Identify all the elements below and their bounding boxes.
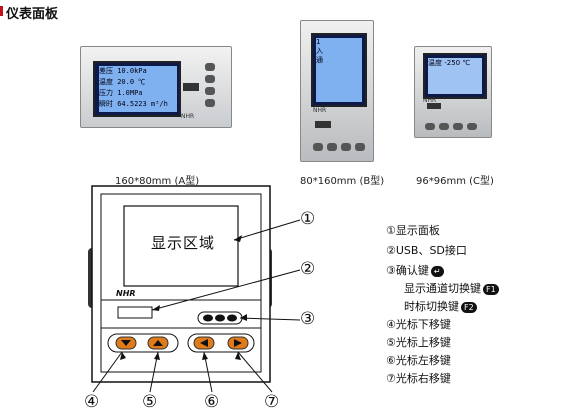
meter-c-screen-text: 温度 -250 ℃ (428, 58, 482, 94)
down-arrow-icon (121, 340, 131, 346)
meter-c-caption: 96*96mm (C型) (416, 176, 494, 187)
leader-line (92, 351, 123, 393)
display-area (123, 205, 239, 287)
up-arrow-icon (153, 340, 163, 346)
meter-a-key[interactable] (205, 87, 215, 95)
f2-key (227, 314, 237, 322)
meter-a-line: 压力 1.0MPa (99, 89, 143, 97)
legend-item-label: 显示通道切换键 (404, 282, 481, 295)
right-arrow-icon (234, 339, 242, 347)
meter-a-logo: NHR (181, 113, 195, 120)
meter-c-screen: 温度 -250 ℃ (423, 53, 487, 99)
leader-arrowhead (120, 352, 126, 360)
confirm-key-icon: ↵ (430, 265, 444, 277)
leader-arrowhead (235, 352, 241, 360)
left-arrow-icon (200, 339, 208, 347)
leader-line (237, 351, 273, 393)
callout-1: ① (300, 209, 316, 229)
legend-item: ①显示面板 (386, 224, 440, 237)
meter-b-screen-text: 1 入 通 (316, 38, 362, 102)
meter-a-screen: 差压 10.0kPa 温度 20.0 ℃ 压力 1.0MPa 瞬时 64.522… (93, 61, 181, 117)
callout-4: ④ (84, 392, 100, 412)
meter-a-key[interactable] (205, 75, 215, 83)
leader-line (239, 317, 301, 321)
meter-c-usb-slot (427, 103, 441, 109)
meter-a-usb-slot (183, 83, 199, 91)
page-title: 仪表面板 (6, 7, 59, 22)
meter-c-key[interactable] (453, 123, 463, 130)
leader-arrowhead (152, 305, 160, 311)
callout-2: ② (300, 259, 316, 279)
callout-6: ⑥ (204, 392, 220, 412)
meter-c-key[interactable] (425, 123, 435, 130)
display-area-label: 显示区域 (150, 234, 215, 252)
leader-line (151, 269, 301, 311)
legend-item-confirm: ③确认键↵ (386, 262, 444, 278)
meter-b-logo: NHR (313, 107, 327, 114)
f1-key (215, 314, 225, 322)
meter-a-caption: 160*80mm (A型) (115, 176, 200, 187)
f1-badge: F1 (483, 283, 499, 295)
legend-item: ⑤光标上移键 (386, 336, 451, 349)
meter-b-key[interactable] (341, 143, 351, 151)
meter-b-key[interactable] (313, 143, 323, 151)
leader-line (233, 219, 301, 241)
meter-b-key[interactable] (355, 143, 365, 151)
meter-a-line: 差压 10.0kPa (99, 67, 147, 75)
leader-arrowhead (154, 352, 160, 360)
leader-arrowhead (202, 352, 208, 360)
meter-c-logo: NHR (423, 97, 437, 104)
legend-item: ⑥光标左移键 (386, 354, 451, 367)
meter-b-screen: 1 入 通 (311, 33, 367, 107)
meter-b-usb-slot (315, 121, 331, 128)
legend-item-label: 时标切换键 (404, 300, 459, 313)
meter-b-key[interactable] (327, 143, 337, 151)
meter-a-key[interactable] (205, 63, 215, 71)
usb-sd-slot (117, 306, 153, 319)
meter-b: 1 入 通 NHR (300, 20, 374, 162)
callout-3: ③ (300, 309, 316, 329)
meter-c-key[interactable] (439, 123, 449, 130)
title-marker (0, 6, 3, 16)
leader-arrowhead (240, 314, 247, 321)
meter-c: 温度 -250 ℃ NHR (414, 46, 492, 138)
leader-arrowhead (234, 235, 242, 242)
legend-item: ②USB、SD接口 (386, 244, 467, 257)
meter-a-line: 瞬时 64.5223 m³/h (99, 100, 168, 108)
meter-a-key[interactable] (205, 99, 215, 107)
callout-7: ⑦ (264, 392, 280, 412)
diagram-logo: NHR (116, 289, 136, 298)
f2-badge: F2 (461, 301, 477, 313)
confirm-key (203, 314, 213, 322)
legend-item: ④光标下移键 (386, 318, 451, 331)
legend-item-label: ③确认键 (386, 264, 429, 277)
meter-c-key[interactable] (467, 123, 477, 130)
meter-a-line: 温度 20.0 ℃ (99, 78, 146, 86)
meter-a: 差压 10.0kPa 温度 20.0 ℃ 压力 1.0MPa 瞬时 64.522… (80, 46, 232, 128)
meter-b-caption: 80*160mm (B型) (300, 176, 385, 187)
legend-item: ⑦光标右移键 (386, 372, 451, 385)
callout-5: ⑤ (142, 392, 158, 412)
